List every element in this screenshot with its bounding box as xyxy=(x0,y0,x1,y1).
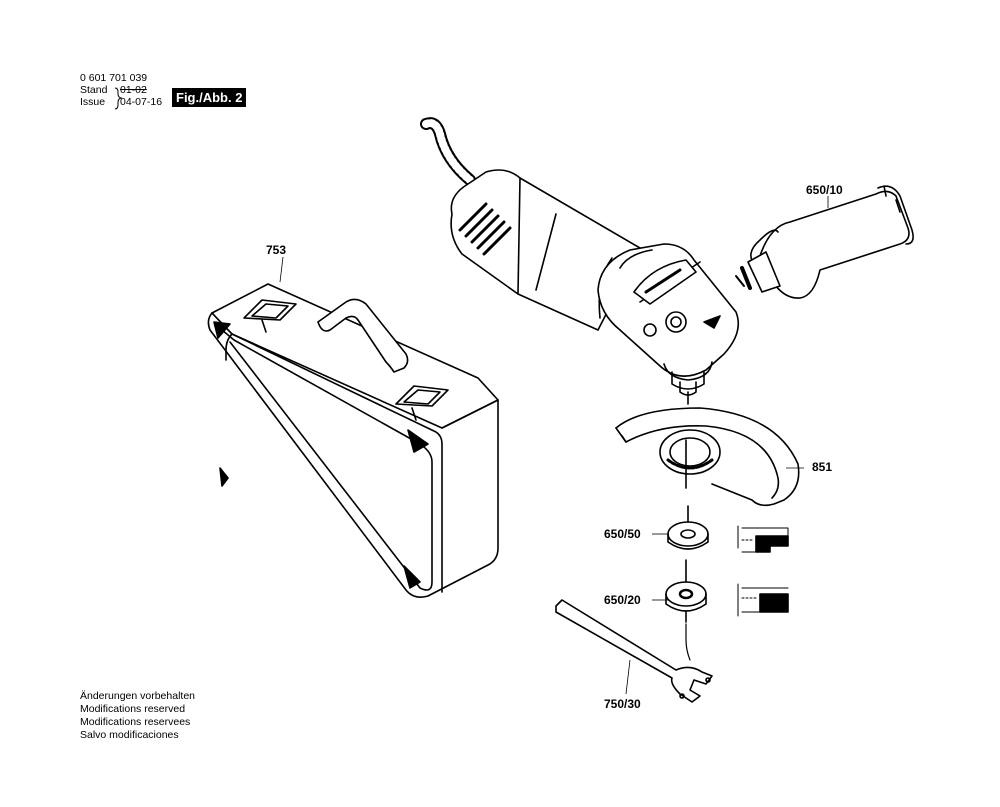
stand-value: 01-02 xyxy=(120,84,147,96)
stand-label: Stand xyxy=(80,84,108,96)
auxiliary-handle-drawing xyxy=(735,185,914,299)
mounting-symbol-1 xyxy=(737,525,789,553)
inner-flange-drawing xyxy=(667,505,709,550)
note-en: Modifications reserved xyxy=(80,703,186,715)
note-es: Salvo modificaciones xyxy=(80,729,179,741)
note-fr: Modifications reservees xyxy=(80,716,191,728)
part-label-inner-flange: 650/50 xyxy=(604,527,641,541)
part-label-clamping-nut: 650/20 xyxy=(604,593,641,607)
angle-grinder-drawing xyxy=(450,169,740,405)
issue-label: Issue xyxy=(80,96,106,108)
mounting-symbol-2 xyxy=(737,583,789,617)
power-cable-drawing xyxy=(420,117,476,186)
note-de: Änderungen vorbehalten xyxy=(80,690,196,702)
part-label-handle: 650/10 xyxy=(806,183,843,197)
part-number: 0 601 701 039 xyxy=(80,72,148,84)
part-label-spanner: 750/30 xyxy=(604,697,641,711)
clamping-nut-drawing xyxy=(665,559,707,623)
spanner-drawing xyxy=(555,599,713,703)
wheel-guard-drawing xyxy=(615,407,800,507)
part-label-guard: 851 xyxy=(812,460,833,474)
modification-notes: Änderungen vorbehalten Modifications res… xyxy=(80,690,195,742)
figure-label: Fig./Abb. 2 xyxy=(172,88,247,107)
carrying-case-drawing xyxy=(207,283,499,598)
part-label-case: 753 xyxy=(266,243,287,257)
issue-value: 04-07-16 xyxy=(120,96,163,108)
